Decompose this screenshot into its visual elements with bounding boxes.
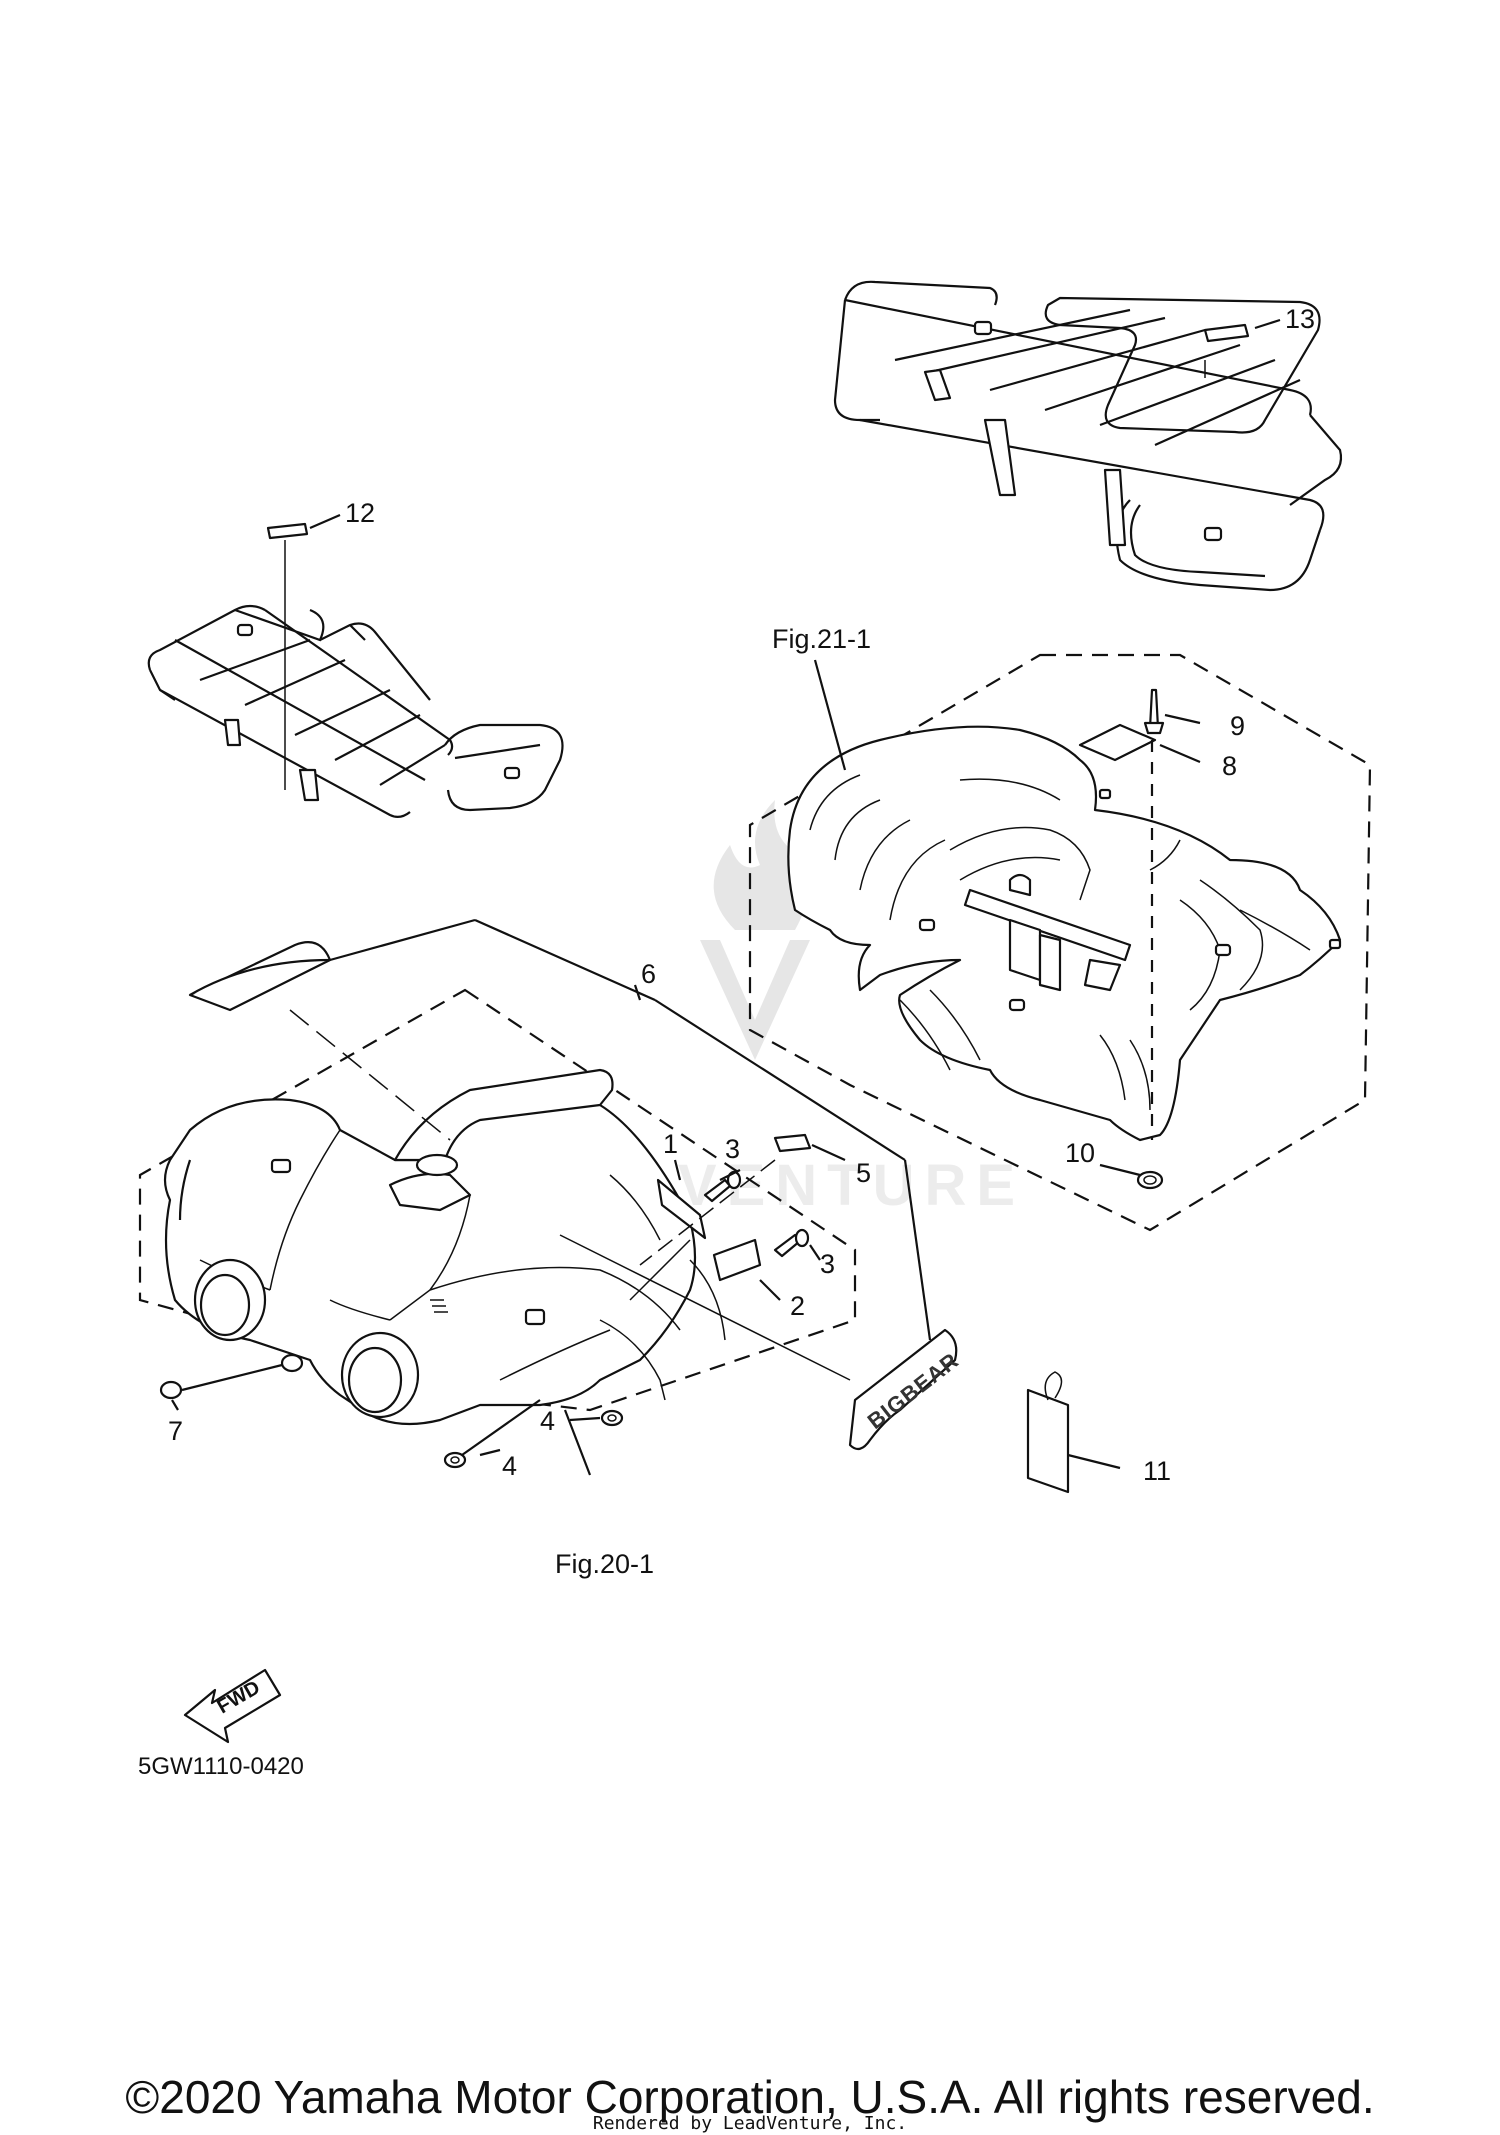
fig21-ref: Fig.21-1 <box>772 624 871 771</box>
rear-fender-assembly <box>748 653 1372 1232</box>
part-6-seat-cover: 6 <box>188 918 932 1341</box>
part-11-tag: 11 <box>1026 1371 1171 1494</box>
front-carrier <box>147 604 564 819</box>
rendered-by-notice: Rendered by LeadVenture, Inc. <box>592 2113 908 2134</box>
copyright-notice: ©2020 Yamaha Motor Corporation, U.S.A. A… <box>125 2071 1375 2123</box>
callout-3b: 3 <box>820 1249 835 1279</box>
rear-carrier <box>833 280 1343 592</box>
label-12-group: 12 <box>266 498 375 790</box>
callout-2: 2 <box>790 1291 805 1321</box>
label-13-group: 13 <box>1203 304 1315 378</box>
callout-5: 5 <box>856 1158 871 1188</box>
callout-11: 11 <box>1143 1456 1171 1486</box>
fig-ref-21-1: Fig.21-1 <box>772 624 871 654</box>
parts-1-2-3-5: 1 3 3 2 5 <box>629 1129 871 1341</box>
callout-4b: 4 <box>502 1451 517 1481</box>
parts-4-7: 4 4 7 <box>159 1353 624 1481</box>
parts-8-9-10: 9 8 10 <box>1065 688 1245 1190</box>
fig-ref-20-1: Fig.20-1 <box>555 1549 654 1579</box>
fwd-arrow-icon: FWD <box>183 1668 282 1744</box>
callout-4a: 4 <box>540 1406 555 1436</box>
front-fender-assembly <box>138 988 857 1426</box>
diagram-code: 5GW1110-0420 <box>138 1753 304 1780</box>
fig20-ref: Fig.20-1 <box>555 1409 654 1579</box>
callout-7: 7 <box>168 1416 183 1446</box>
callout-9: 9 <box>1230 711 1245 741</box>
callout-3a: 3 <box>725 1134 740 1164</box>
callout-10: 10 <box>1065 1138 1095 1168</box>
callout-1: 1 <box>663 1129 678 1159</box>
callout-8: 8 <box>1222 751 1237 781</box>
callout-12: 12 <box>345 498 375 528</box>
callout-6: 6 <box>641 959 656 989</box>
callout-13: 13 <box>1285 304 1315 334</box>
